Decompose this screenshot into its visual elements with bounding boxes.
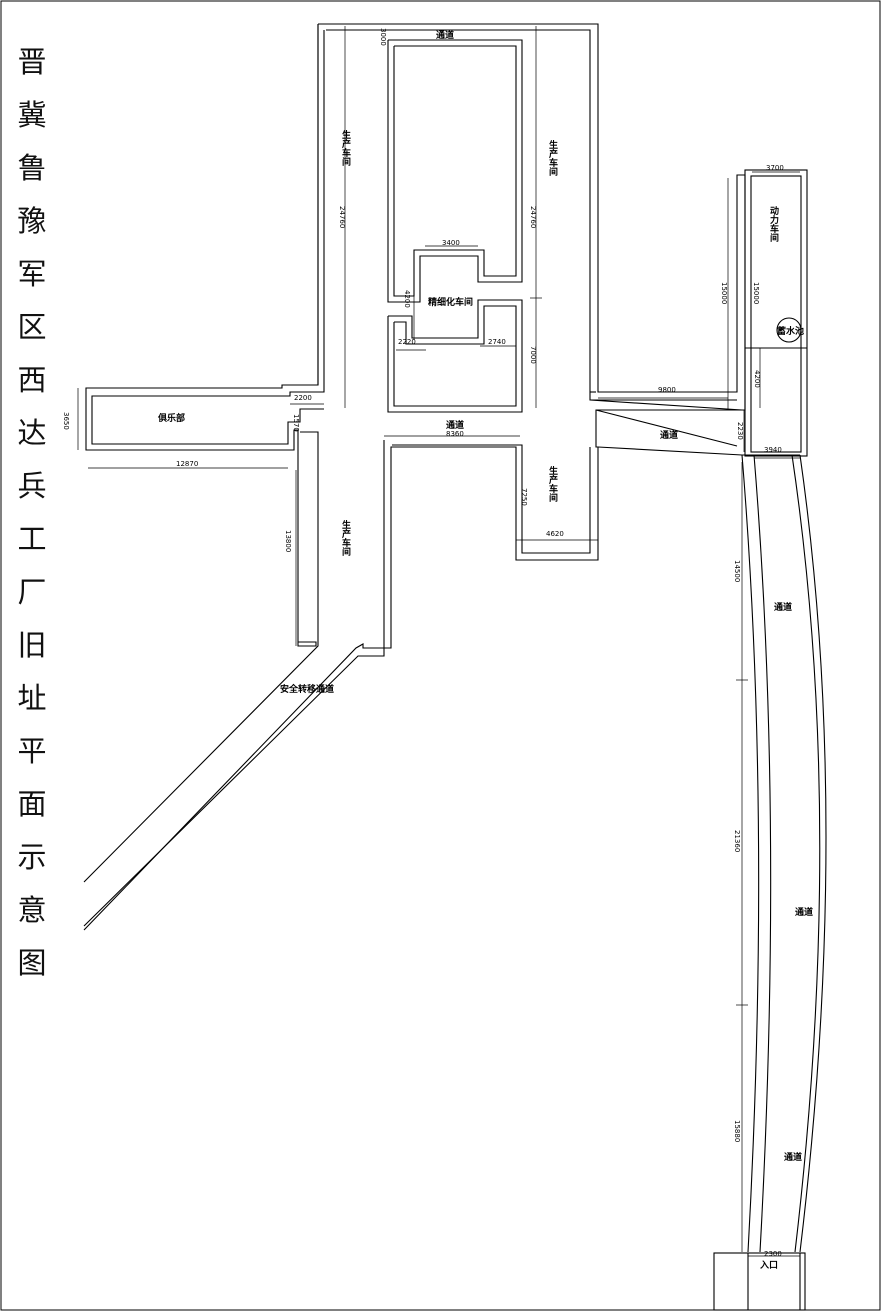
label-passage-curve-2: 通道 xyxy=(795,906,813,918)
room-labels: 通道 生产车间 生产车间 精细化车间 俱乐部 通道 通道 生产车间 生产车间 安… xyxy=(157,29,813,1271)
dim-4620: 4620 xyxy=(546,530,564,538)
title-char: 区 xyxy=(17,310,47,344)
dim-8360: 8360 xyxy=(446,430,464,438)
dim-2230: 2230 xyxy=(736,422,744,440)
dim-9800: 9800 xyxy=(658,386,676,394)
dim-14500: 14500 xyxy=(733,560,741,582)
title-char: 址 xyxy=(17,681,47,715)
title-char: 工 xyxy=(17,522,47,556)
dim-2740: 2740 xyxy=(488,338,506,346)
dim-7000: 7000 xyxy=(529,346,537,364)
dim-13800: 13800 xyxy=(284,530,292,552)
title-char: 冀 xyxy=(17,98,47,132)
dim-1570: 1570 xyxy=(292,414,300,432)
label-workshop-left-top: 生产车间 xyxy=(340,129,351,167)
dim-3400: 3400 xyxy=(442,239,460,247)
title-char: 面 xyxy=(17,787,47,821)
label-passage-mid: 通道 xyxy=(446,419,464,431)
dim-24760-left: 24760 xyxy=(338,206,346,228)
label-entrance: 入口 xyxy=(759,1260,778,1271)
label-safety-exit: 安全转移通道 xyxy=(280,683,334,695)
dim-3650: 3650 xyxy=(62,412,70,430)
dim-3000: 3000 xyxy=(379,28,387,46)
title-char: 平 xyxy=(17,734,47,768)
title-char: 豫 xyxy=(17,204,47,238)
dim-4200: 4200 xyxy=(403,290,411,308)
dimension-labels: 3000 24760 24760 3400 4200 2220 2740 700… xyxy=(62,28,784,1258)
title-char: 西 xyxy=(17,363,47,397)
label-workshop-right-top: 生产车间 xyxy=(547,139,558,177)
title-char: 兵 xyxy=(17,469,47,503)
dim-2220: 2220 xyxy=(398,338,416,346)
dim-3700: 3700 xyxy=(766,164,784,172)
dim-21360: 21360 xyxy=(733,830,741,852)
title-char: 军 xyxy=(17,257,47,291)
label-power: 动力车间 xyxy=(768,206,779,243)
dim-3940: 3940 xyxy=(764,446,782,454)
dim-2200: 2200 xyxy=(294,394,312,402)
label-passage-curve-3: 通道 xyxy=(784,1151,802,1163)
label-reservoir: 蓄水池 xyxy=(777,325,804,337)
label-club: 俱乐部 xyxy=(157,412,185,424)
dim-4200-b: 4200 xyxy=(753,370,761,388)
title-char: 晋 xyxy=(17,45,47,79)
label-workshop-bottom-left: 生产车间 xyxy=(340,519,351,557)
vertical-title: 晋冀鲁豫军区西达兵工厂旧址平面示意图 xyxy=(14,36,50,990)
label-passage-curve-1: 通道 xyxy=(774,601,792,613)
dim-24760-right: 24760 xyxy=(529,206,537,228)
label-workshop-bottom-mid: 生产车间 xyxy=(547,465,558,503)
dim-12870: 12870 xyxy=(176,460,198,468)
label-refining: 精细化车间 xyxy=(428,296,473,308)
dim-7250: 7250 xyxy=(520,488,528,506)
dim-15000-a: 15000 xyxy=(720,282,728,304)
title-char: 图 xyxy=(17,946,47,980)
walls xyxy=(83,23,827,1311)
title-char: 示 xyxy=(17,840,47,874)
dim-15000-b: 15000 xyxy=(752,282,760,304)
title-char: 鲁 xyxy=(17,151,47,185)
title-char: 达 xyxy=(17,416,47,450)
dim-15880: 15880 xyxy=(733,1120,741,1142)
title-char: 厂 xyxy=(17,575,47,609)
dimension-lines xyxy=(77,26,800,1257)
label-passage-right: 通道 xyxy=(660,429,678,441)
label-passage-top: 通道 xyxy=(436,29,454,41)
dim-2300: 2300 xyxy=(764,1250,782,1258)
title-char: 旧 xyxy=(17,628,47,662)
title-char: 意 xyxy=(17,893,47,927)
